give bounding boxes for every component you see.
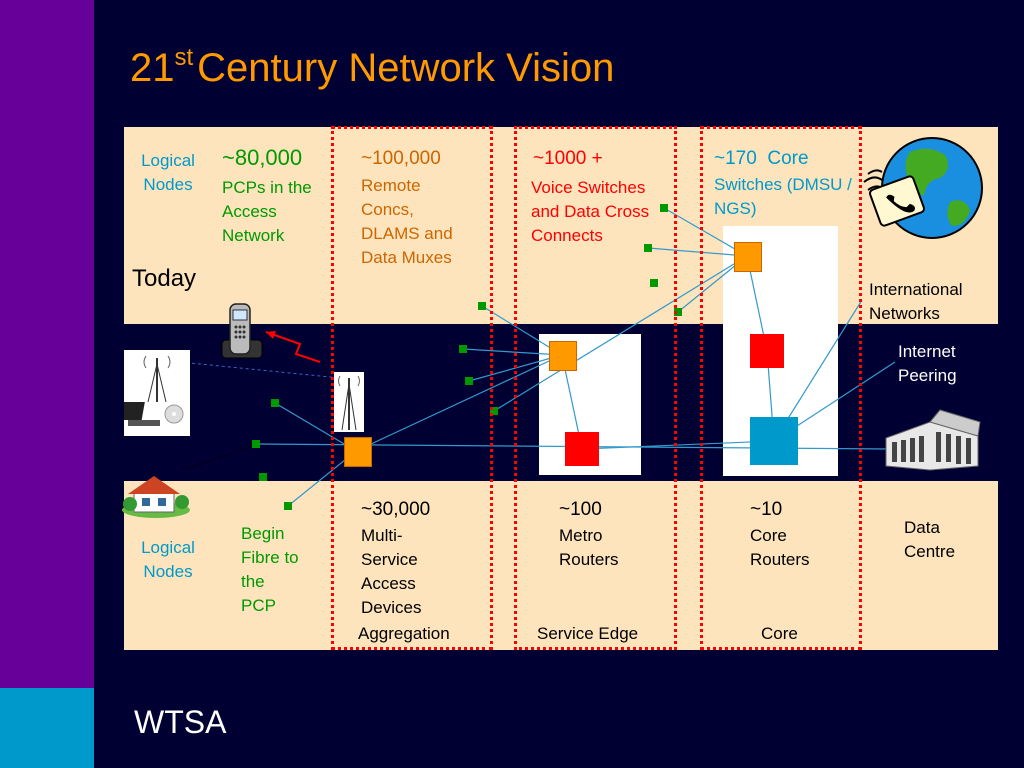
- green-connector: [650, 279, 658, 287]
- core-hub-node: [750, 417, 798, 465]
- today-label: Today: [132, 265, 197, 292]
- core-switch-node: [734, 242, 762, 272]
- metro-router-node: [565, 432, 599, 466]
- internet-peering-label: Internet Peering: [898, 342, 957, 385]
- core-label: Core: [761, 624, 798, 643]
- metro-desc: Metro Routers: [559, 526, 619, 569]
- green-connector: [674, 308, 682, 316]
- green-connector: [259, 473, 267, 481]
- aggregation-section-box: [331, 126, 493, 650]
- green-connector: [478, 302, 486, 310]
- core-section-box: [700, 126, 862, 650]
- service-edge-section-box: [514, 126, 677, 650]
- title-superscript: st: [174, 44, 194, 71]
- begin-fibre-label: Begin Fibre to the PCP: [241, 524, 299, 615]
- green-connector: [490, 407, 498, 415]
- core-switch-count: ~170 Core: [714, 148, 809, 169]
- green-connector: [252, 440, 260, 448]
- voice-count: ~1000 +: [533, 148, 603, 169]
- msad-desc: Multi-Service Access Devices: [361, 526, 422, 617]
- sidebar-footer-bar: [0, 688, 94, 768]
- green-connector: [660, 204, 668, 212]
- green-connector: [284, 502, 292, 510]
- footer-wtsa: WTSA: [134, 704, 227, 740]
- data-centre-building-icon: [885, 409, 981, 471]
- globe-phone-icon: [863, 137, 983, 239]
- aggregation-node: [344, 437, 372, 467]
- metro-count: ~100: [559, 499, 602, 520]
- core-router-count: ~10: [750, 499, 783, 520]
- green-connector: [465, 377, 473, 385]
- green-connector: [271, 399, 279, 407]
- green-connector: [644, 244, 652, 252]
- pcp-count: ~80,000: [222, 145, 303, 170]
- top-logical-nodes-label: Logical Nodes: [141, 151, 195, 194]
- data-centre-label: Data Centre: [904, 518, 956, 561]
- core-router-node: [750, 334, 784, 368]
- bottom-band: [124, 481, 998, 650]
- title-text: Century Network Vision: [197, 46, 615, 90]
- sidebar-bar: [0, 0, 94, 688]
- remote-desc: Remote Concs, DLAMS and Data Muxes: [361, 176, 453, 267]
- service-edge-node: [549, 341, 577, 371]
- msad-count: ~30,000: [361, 499, 431, 520]
- mobile-phone-icon: [221, 303, 263, 359]
- bottom-logical-nodes-label: Logical Nodes: [141, 538, 195, 581]
- radio-laptop-icon: [124, 350, 190, 436]
- top-band: [124, 127, 998, 324]
- green-connector: [459, 345, 467, 353]
- house-icon: [122, 476, 190, 518]
- aggregation-label: Aggregation: [358, 624, 450, 643]
- voice-desc: Voice Switches and Data Cross Connects: [531, 178, 650, 245]
- core-router-desc: Core Routers: [750, 526, 810, 569]
- remote-count: ~100,000: [361, 148, 441, 169]
- international-networks-label: International Networks: [869, 280, 963, 323]
- service-edge-label: Service Edge: [537, 624, 639, 643]
- pcp-desc: PCPs in the Access Network: [222, 178, 312, 245]
- title-number: 21: [130, 46, 175, 90]
- core-switch-desc: Switches (DMSU / NGS): [714, 175, 852, 218]
- radio-mast-icon: [334, 372, 364, 432]
